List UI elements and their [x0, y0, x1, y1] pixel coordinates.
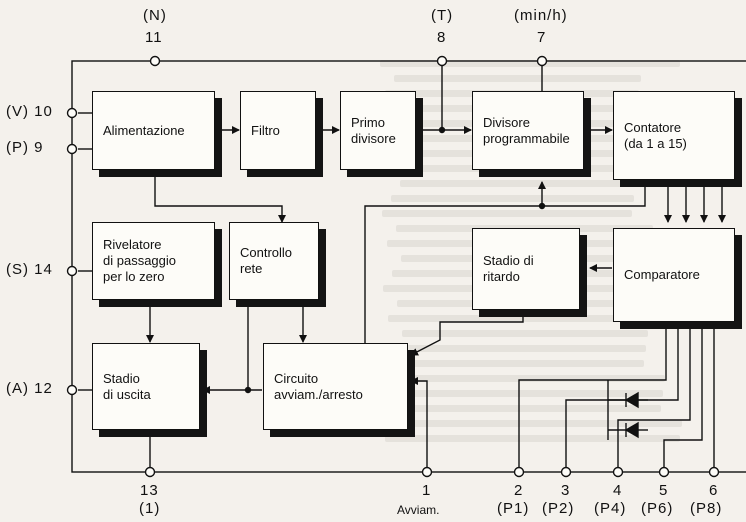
pin-14-label: (S) 14 [6, 261, 53, 278]
bleed-line [380, 405, 661, 412]
pin-3-code: (P2) [542, 500, 575, 517]
block-divisore-programmabile: Divisore programmabile [472, 91, 584, 170]
pin-9-label: (P) 9 [6, 139, 44, 156]
pin-4-code: (P4) [594, 500, 627, 517]
bleed-line [384, 360, 644, 367]
block-rivelatore: Rivelatore di passaggio per lo zero [92, 222, 215, 300]
pin-8-code: (T) [431, 7, 454, 24]
block-contatore: Contatore (da 1 a 15) [613, 91, 735, 180]
block-controllo-rete: Controllo rete [229, 222, 319, 300]
bleed-line [398, 375, 665, 382]
pin-11-number: 11 [145, 29, 163, 46]
block-alimentazione: Alimentazione [92, 91, 215, 170]
bleed-line [394, 420, 682, 427]
bleed-line [402, 330, 648, 337]
pin-13-code: (1) [139, 500, 161, 517]
pin-3-number: 3 [561, 482, 571, 499]
pin-4-number: 4 [613, 482, 623, 499]
block-primo-divisore: Primo divisore [340, 91, 416, 170]
bleed-line [389, 390, 663, 397]
bleed-line [385, 435, 680, 442]
pin-6-code: (P8) [690, 500, 723, 517]
bleed-line [388, 315, 687, 322]
pin-5-number: 5 [659, 482, 669, 499]
pin-2-code: (P1) [497, 500, 530, 517]
pin-terminals [66, 55, 720, 478]
block-circuito-avviam: Circuito avviam./arresto [263, 343, 408, 430]
bleed-line [382, 210, 632, 217]
pin-10-label: (V) 10 [6, 103, 53, 120]
block-comparatore: Comparatore [613, 228, 735, 322]
pin-11-code: (N) [143, 7, 167, 24]
bleed-line [400, 180, 696, 187]
block-filtro: Filtro [240, 91, 316, 170]
bleed-line [393, 345, 646, 352]
pin-13-number: 13 [140, 482, 159, 499]
pin-7-code: (min/h) [514, 7, 568, 24]
bleed-line [380, 60, 680, 67]
pin-6-number: 6 [709, 482, 719, 499]
pin-1-number: 1 [422, 482, 432, 499]
pin-12-label: (A) 12 [6, 380, 53, 397]
pin-7-number: 7 [537, 29, 547, 46]
pin-8-number: 8 [437, 29, 447, 46]
block-stadio-ritardo: Stadio di ritardo [472, 228, 580, 310]
diode-icon [624, 391, 639, 409]
bleed-line [394, 75, 641, 82]
pin-2-number: 2 [514, 482, 524, 499]
pin-1-code: Avviam. [397, 503, 440, 517]
bleed-line [391, 195, 634, 202]
pin-5-code: (P6) [641, 500, 674, 517]
diode-icon [624, 421, 639, 439]
block-stadio-uscita: Stadio di uscita [92, 343, 200, 430]
